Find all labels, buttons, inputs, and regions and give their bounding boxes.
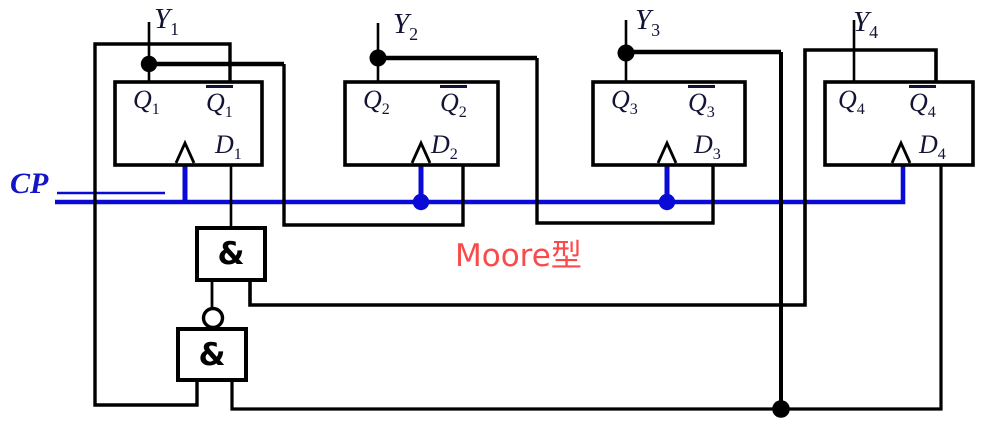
ff2-qbar-label: Q2 bbox=[440, 85, 467, 121]
q1bar-to-gate2-wire bbox=[93, 42, 232, 407]
q3-junction-dot bbox=[617, 44, 635, 62]
gate2-and-symbol: & bbox=[198, 336, 226, 373]
y2-label: Y2 bbox=[393, 8, 419, 44]
gate1-and-symbol: & bbox=[217, 236, 245, 272]
clock-net bbox=[55, 165, 906, 205]
q1-junction-dot bbox=[140, 55, 158, 73]
ff3-clock-chevron-icon bbox=[656, 139, 678, 164]
ff1-clock-chevron-icon bbox=[174, 139, 196, 164]
q1-to-d2-wire bbox=[282, 64, 465, 227]
y4-label: Y4 bbox=[853, 6, 879, 42]
ff2-box bbox=[343, 80, 500, 167]
ff4-d-label: D4 bbox=[919, 130, 946, 164]
ff2-clock-chevron-icon bbox=[410, 139, 432, 164]
moore-type-annotation: Moore型 bbox=[455, 238, 582, 274]
ff1-qbar-label: Q1 bbox=[206, 85, 233, 121]
ff1-q-label: Q1 bbox=[133, 85, 160, 119]
y1-label: Y1 bbox=[154, 3, 180, 39]
ff4-clock-chevron-icon bbox=[890, 139, 912, 164]
ff3-d-label: D3 bbox=[694, 130, 721, 164]
ff1-box bbox=[113, 80, 264, 167]
cp-label: CP bbox=[10, 169, 48, 199]
ff3-qbar-label: Q3 bbox=[688, 85, 715, 121]
ff4-q-label: Q4 bbox=[838, 85, 865, 119]
signal-wires bbox=[93, 20, 943, 411]
cp-junction-dot-ff3 bbox=[658, 193, 676, 211]
q3-to-d4-bottom-wire bbox=[230, 166, 943, 411]
q2-to-d3-wire bbox=[535, 58, 715, 225]
bottom-bus-junction-dot bbox=[772, 400, 790, 418]
flipflop-boxes bbox=[113, 80, 975, 167]
inverter-bubble-icon bbox=[201, 306, 225, 330]
cp-junction-dot-ff2 bbox=[412, 193, 430, 211]
ff4-box bbox=[823, 80, 975, 167]
gate1-box bbox=[195, 226, 267, 282]
cp-label-text: CP bbox=[10, 167, 49, 200]
ff1-d-label: D1 bbox=[215, 130, 242, 164]
q4bar-to-gate1-wire bbox=[248, 48, 938, 307]
y3-label: Y3 bbox=[635, 4, 661, 40]
ff3-box bbox=[591, 80, 747, 167]
ff3-q-label: Q3 bbox=[611, 85, 638, 119]
ff2-d-label: D2 bbox=[431, 130, 458, 164]
q2-junction-dot bbox=[369, 49, 387, 67]
clock-chevrons bbox=[174, 139, 912, 164]
cp-bus-wire bbox=[55, 166, 906, 205]
ff4-qbar-label: Q4 bbox=[909, 85, 936, 121]
ff2-q-label: Q2 bbox=[363, 85, 390, 119]
